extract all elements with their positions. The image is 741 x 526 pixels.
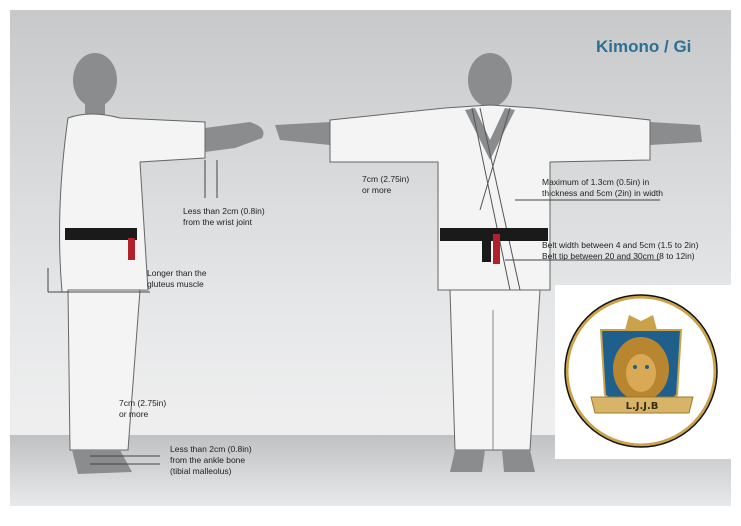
annotation-line: Belt tip between 20 and 30cm (8 to 12in) <box>542 251 695 261</box>
annotation-line: 7cm (2.75in) <box>362 174 410 184</box>
front-figure <box>275 53 702 472</box>
figures <box>47 53 702 474</box>
side-figure <box>47 53 264 474</box>
lion-crest-icon: L.J.J.B <box>564 294 718 448</box>
annotation-line: thickness and 5cm (2in) in width <box>542 188 663 198</box>
belt-side <box>65 228 137 240</box>
lapel-annotation: Maximum of 1.3cm (0.5in) in thickness an… <box>542 177 663 199</box>
annotation-line: Less than 2cm (0.8in) <box>183 206 265 216</box>
ankle-annotation: Less than 2cm (0.8in) from the ankle bon… <box>170 444 252 477</box>
annotation-line: from the ankle bone <box>170 455 246 465</box>
pants-annotation: 7cm (2.75in) or more <box>119 398 166 420</box>
sleeve-annotation: 7cm (2.75in) or more <box>362 174 409 196</box>
belt-annotation: Belt width between 4 and 5cm (1.5 to 2in… <box>542 240 698 262</box>
annotation-line: from the wrist joint <box>183 217 252 227</box>
wrist-annotation: Less than 2cm (0.8in) from the wrist joi… <box>183 206 265 228</box>
annotation-line: Belt width between 4 and 5cm (1.5 to 2in… <box>542 240 699 250</box>
belt-tip-side <box>128 238 135 260</box>
belt-tip-front <box>493 234 500 264</box>
ljjb-logo: L.J.J.B <box>555 285 731 459</box>
annotation-line: 7cm (2.75in) <box>119 398 167 408</box>
diagram-canvas: Kimono / Gi Less than 2cm (0.8in) from t… <box>10 10 731 506</box>
page-title: Kimono / Gi <box>596 37 692 56</box>
annotation-line: or more <box>362 185 392 195</box>
annotation-line: Maximum of 1.3cm (0.5in) in <box>542 177 650 187</box>
annotation-line: or more <box>119 409 149 419</box>
annotation-line: Longer than the <box>147 268 207 278</box>
annotation-line: (tibial malleolus) <box>170 466 232 476</box>
gluteus-annotation: Longer than the gluteus muscle <box>147 268 207 290</box>
annotation-line: Less than 2cm (0.8in) <box>170 444 252 454</box>
logo-text: L.J.J.B <box>626 401 659 412</box>
annotation-line: gluteus muscle <box>147 279 204 289</box>
